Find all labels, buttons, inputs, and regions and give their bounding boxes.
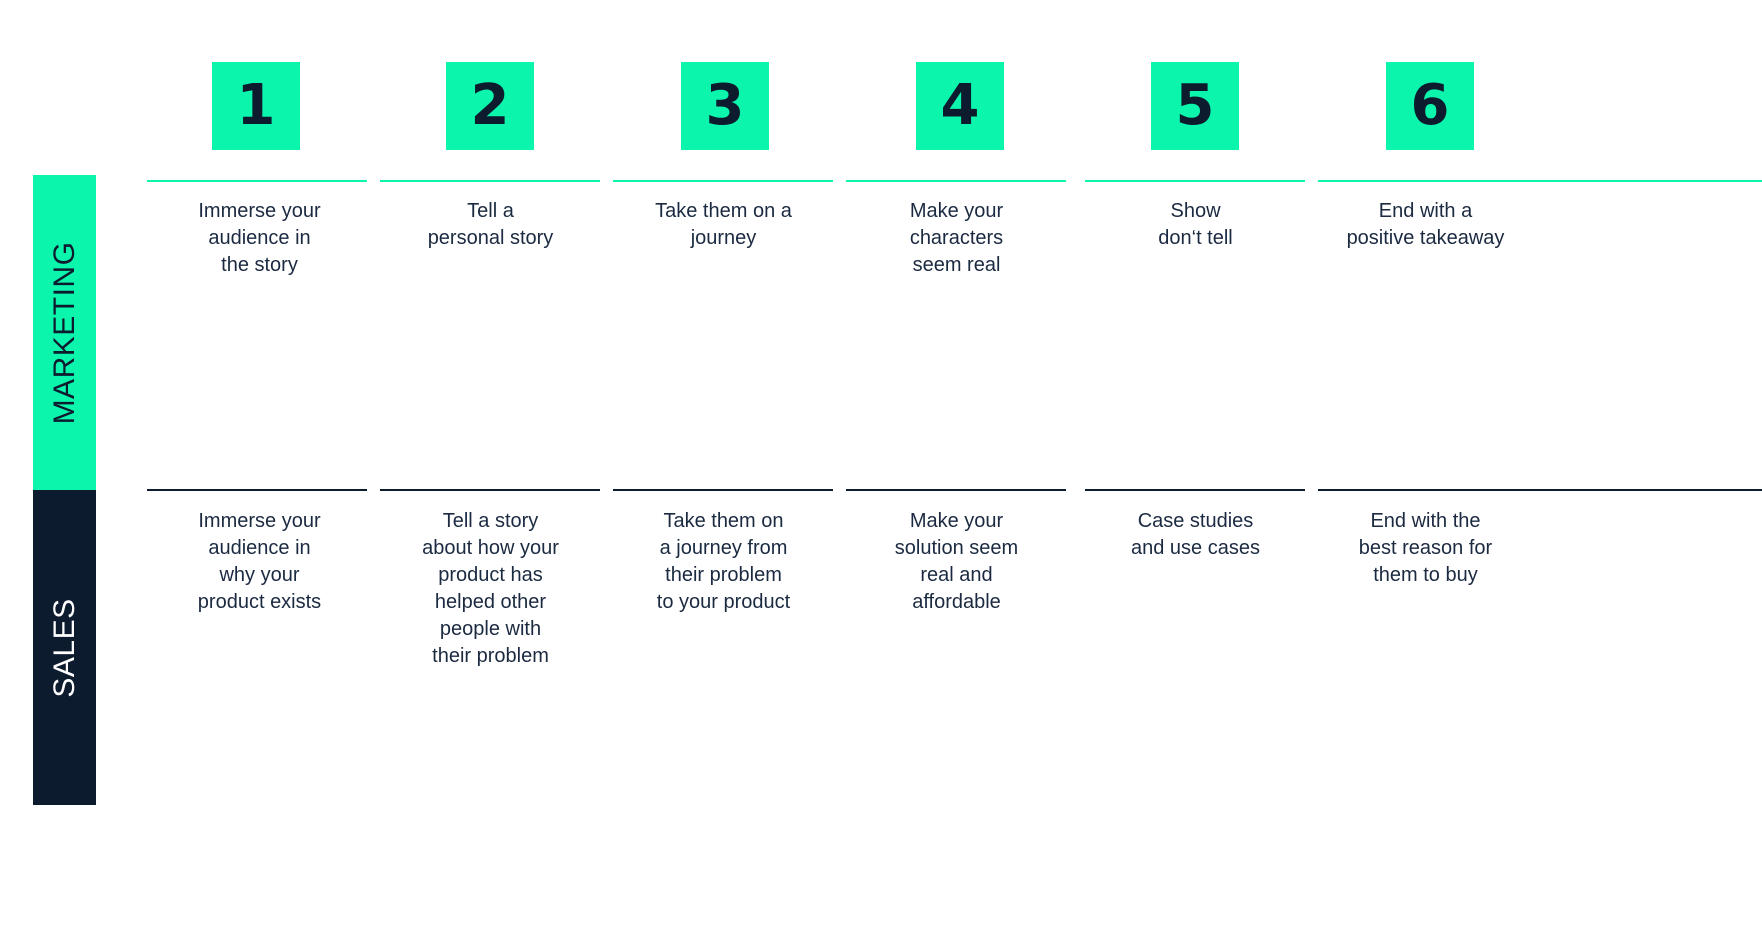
- step-number-5: 5: [1175, 73, 1215, 138]
- cell-sales-1: Immerse your audience in why your produc…: [197, 510, 322, 613]
- step-badge-2: 2: [446, 62, 534, 150]
- cell-marketing-6: End with a positive takeaway: [1346, 200, 1505, 249]
- rule-marketing-2: [380, 180, 600, 182]
- rule-sales-6: [1318, 489, 1762, 491]
- rule-sales-2: [380, 489, 600, 491]
- step-number-4: 4: [940, 73, 980, 138]
- cell-marketing-1: Immerse your audience in the story: [198, 200, 321, 276]
- rule-marketing-5: [1085, 180, 1305, 182]
- step-badge-4: 4: [916, 62, 1004, 150]
- cell-sales-6: End with the best reason for them to buy: [1358, 510, 1493, 586]
- rule-marketing-3: [613, 180, 833, 182]
- cell-marketing-3: Take them on a journey: [655, 200, 792, 249]
- rule-sales-5: [1085, 489, 1305, 491]
- cell-sales-4: Make your solution seem real and afforda…: [894, 510, 1019, 613]
- step-badge-1: 1: [212, 62, 300, 150]
- rule-marketing-6: [1318, 180, 1762, 182]
- step-number-1: 1: [236, 73, 276, 138]
- step-number-2: 2: [470, 73, 510, 138]
- step-badge-6: 6: [1386, 62, 1474, 150]
- row-label-sales-text: SALES: [47, 597, 81, 698]
- cell-marketing-5: Show don‘t tell: [1158, 200, 1233, 249]
- rule-marketing-1: [147, 180, 367, 182]
- step-badge-5: 5: [1151, 62, 1239, 150]
- step-number-3: 3: [705, 73, 745, 138]
- cell-sales-5: Case studies and use cases: [1131, 510, 1260, 559]
- row-label-sales: SALES: [33, 490, 96, 805]
- step-number-6: 6: [1410, 73, 1450, 138]
- cell-marketing-4: Make your characters seem real: [909, 200, 1004, 276]
- cell-sales-3: Take them on a journey from their proble…: [656, 510, 791, 613]
- rule-sales-4: [846, 489, 1066, 491]
- rule-sales-3: [613, 489, 833, 491]
- cell-sales-2: Tell a story about how your product has …: [422, 510, 559, 667]
- rule-sales-1: [147, 489, 367, 491]
- cell-marketing-2: Tell a personal story: [427, 200, 554, 249]
- step-badge-3: 3: [681, 62, 769, 150]
- row-label-marketing-text: MARKETING: [47, 241, 81, 424]
- row-label-marketing: MARKETING: [33, 175, 96, 490]
- rule-marketing-4: [846, 180, 1066, 182]
